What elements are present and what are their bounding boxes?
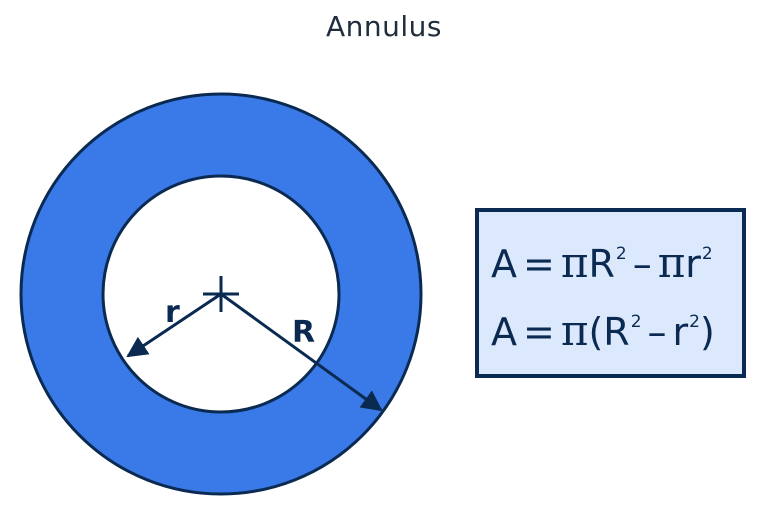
pi-symbol: π	[560, 306, 589, 355]
outer-radius-label: R	[292, 315, 315, 350]
pi-symbol: π	[560, 238, 589, 287]
inner-radius-exponent: 2	[701, 244, 713, 264]
diagram-title: Annulus	[325, 10, 442, 43]
formula-difference: A = π R 2 – π r 2	[491, 234, 713, 292]
outer-radius-exponent: 2	[630, 312, 642, 332]
inner-radius-exponent: 2	[689, 312, 700, 332]
inner-radius-symbol: r	[685, 242, 701, 286]
inner-radius-symbol: r	[672, 310, 689, 354]
formula-box: A = π R 2 – π r 2 A = π ( R 2 – r 2 )	[475, 208, 746, 378]
inner-radius-arrow	[126, 292, 222, 358]
area-symbol: A	[491, 242, 517, 286]
outer-radius-arrow	[220, 292, 383, 412]
area-symbol: A	[491, 310, 517, 354]
inner-radius-label: r	[165, 295, 180, 330]
open-parenthesis: (	[588, 310, 604, 354]
equals-sign: =	[523, 242, 555, 286]
pi-symbol: π	[657, 238, 686, 287]
outer-radius-symbol: R	[603, 310, 630, 354]
outer-radius-exponent: 2	[615, 244, 627, 264]
outer-radius-symbol: R	[588, 242, 615, 286]
minus-sign: –	[647, 310, 667, 354]
close-parenthesis: )	[699, 310, 715, 354]
minus-sign: –	[632, 242, 652, 286]
equals-sign: =	[523, 310, 555, 354]
formula-factored: A = π ( R 2 – r 2 )	[491, 302, 715, 360]
